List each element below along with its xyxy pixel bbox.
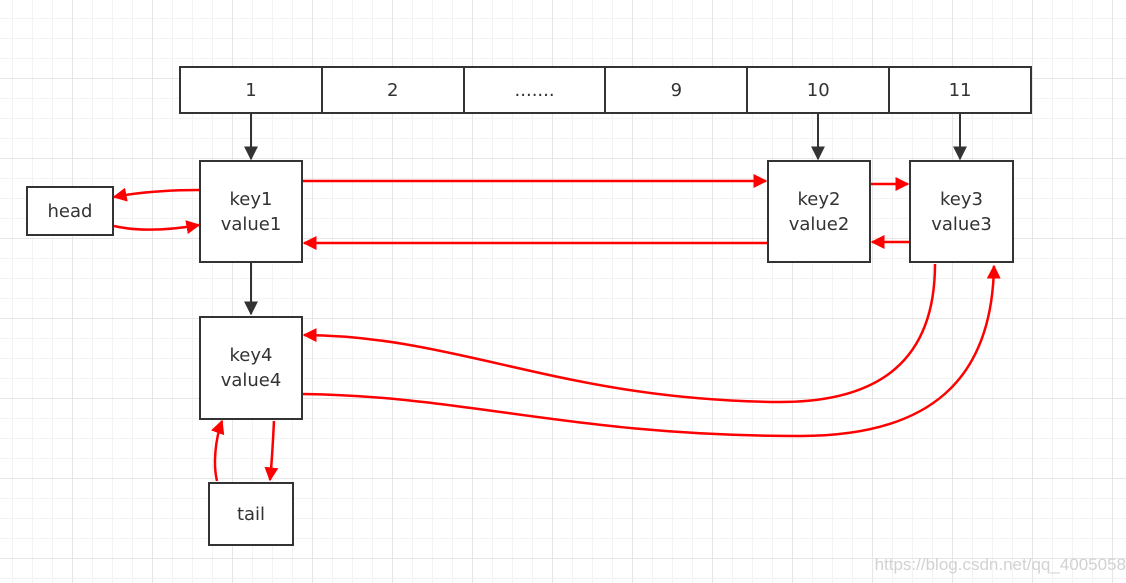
entry-key: key3 xyxy=(940,188,983,210)
entry1-to-head-arrow xyxy=(112,187,201,202)
head-label: head xyxy=(47,200,93,222)
bucket-cell: 9 xyxy=(606,68,749,112)
bucket-cell-ellipsis: ....... xyxy=(465,68,607,112)
head-node: head xyxy=(26,186,114,236)
entry-key: key2 xyxy=(797,188,841,210)
bucket-array: 1 2 ....... 9 10 11 xyxy=(179,66,1032,114)
bucket-cell: 2 xyxy=(323,68,465,112)
entry-value: value2 xyxy=(788,213,850,235)
tail-to-entry4-arrow xyxy=(211,419,225,482)
entry-node-4: key4 value4 xyxy=(199,316,303,420)
head-to-entry1-arrow xyxy=(113,220,201,235)
entry4-to-tail-arrow xyxy=(264,420,279,482)
entry3-to-entry4-arrow xyxy=(302,263,937,404)
entry-key: key4 xyxy=(229,345,273,366)
entry-value: value3 xyxy=(931,213,992,235)
entry4-to-entry3-arrow xyxy=(301,264,1001,438)
bucket-cell: 10 xyxy=(748,68,891,112)
entry-value: value4 xyxy=(220,370,282,391)
bucket-cell: 1 xyxy=(181,68,323,112)
entry-node-1: key1 value1 xyxy=(199,160,303,263)
watermark: https://blog.csdn.net/qq_4005058 xyxy=(874,555,1126,574)
entry-value: value1 xyxy=(220,213,282,235)
entry-key: key1 xyxy=(229,188,273,210)
entry-node-2: key2 value2 xyxy=(767,160,871,263)
bucket-cell: 11 xyxy=(948,79,972,101)
tail-label: tail xyxy=(236,503,266,525)
tail-node: tail xyxy=(208,482,294,546)
entry-node-3: key3 value3 xyxy=(909,160,1014,263)
